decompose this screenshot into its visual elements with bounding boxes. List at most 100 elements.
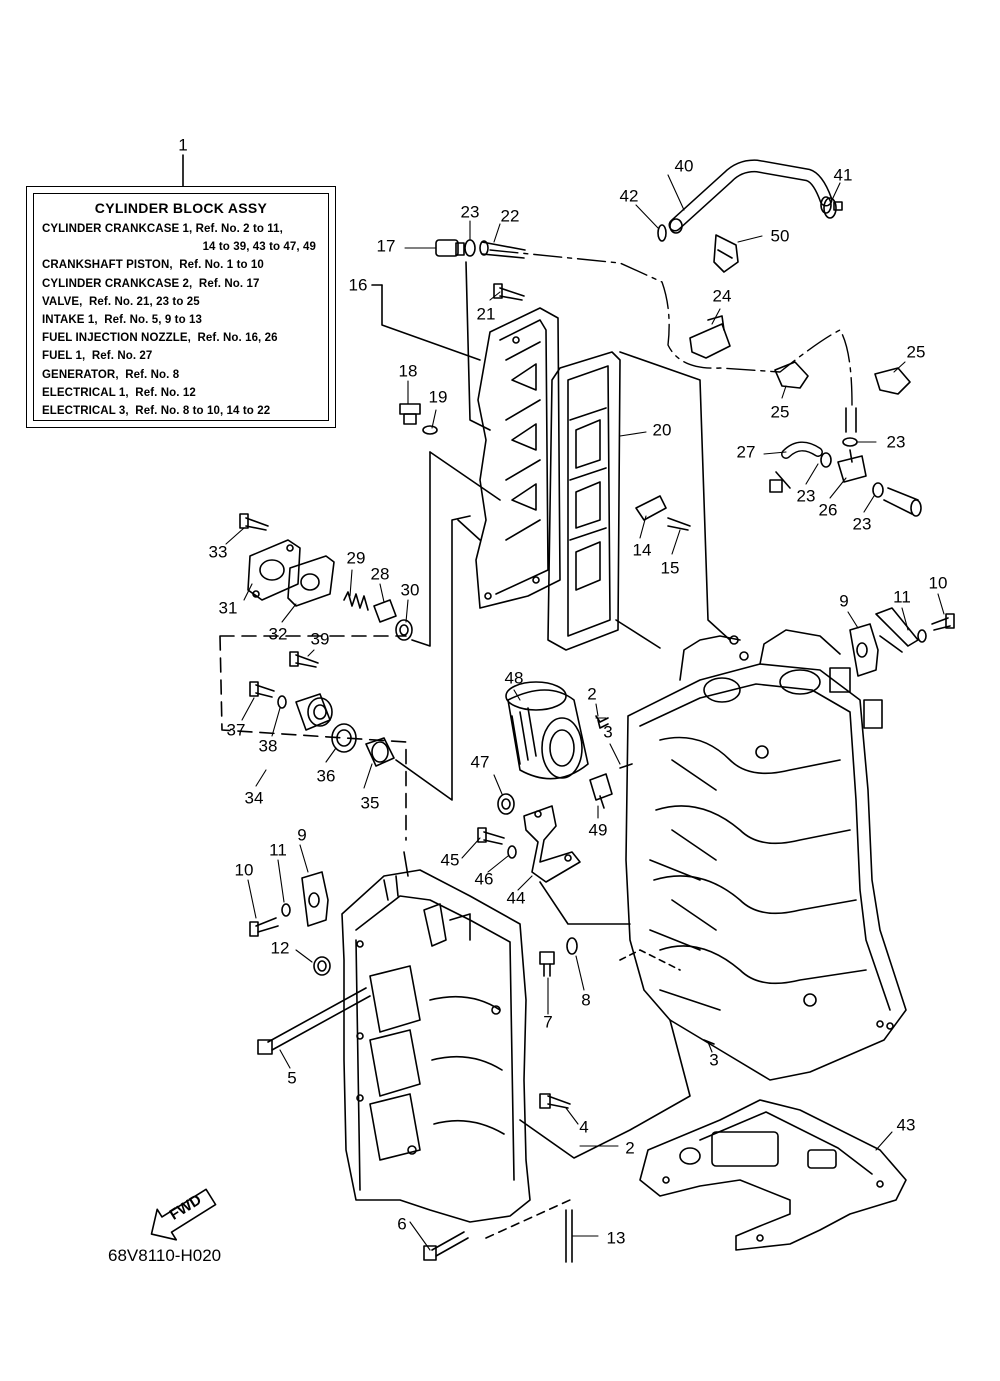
callout-number: 10 xyxy=(928,573,948,593)
legend-row: FUEL 1, Ref. No. 27 xyxy=(42,350,153,363)
callout-number: 34 xyxy=(244,788,264,808)
legend-row: 14 to 39, 43 to 47, 49 xyxy=(202,241,316,254)
fitting-49 xyxy=(589,773,613,809)
gasket-43 xyxy=(639,1099,907,1251)
callout-number: 11 xyxy=(893,587,911,607)
bracket-right xyxy=(875,607,919,653)
callout-number: 23 xyxy=(852,514,872,534)
grommet-36 xyxy=(331,723,357,753)
bolt-45 xyxy=(477,827,505,845)
plate-9-left xyxy=(301,871,329,927)
callout-number: 23 xyxy=(460,202,480,222)
callout-number: 38 xyxy=(258,736,278,756)
bolt-4 xyxy=(539,1093,571,1109)
legend-row: CYLINDER CRANKCASE 1, Ref. No. 2 to 11, xyxy=(42,223,283,235)
clip-23-a xyxy=(842,437,858,447)
callout-number: 37 xyxy=(226,720,246,740)
bolt-10-left xyxy=(249,917,279,937)
holder-25-right xyxy=(874,367,911,395)
legend-row: ELECTRICAL 3, Ref. No. 8 to 10, 14 to 22 xyxy=(42,405,271,418)
legend-rows: CYLINDER CRANKCASE 1, Ref. No. 2 to 11, 1… xyxy=(42,220,320,420)
callout-number: 22 xyxy=(500,206,520,226)
dowel-2 xyxy=(597,719,609,729)
cylinder-block xyxy=(341,851,531,1223)
fuel-hose-27 xyxy=(769,441,823,493)
washer-11-left xyxy=(281,903,291,917)
fwd-arrow-icon xyxy=(150,1188,217,1241)
stud-13 xyxy=(565,1209,573,1263)
oil-filter-48 xyxy=(505,681,589,780)
callout-number: 23 xyxy=(796,486,816,506)
legend-row: FUEL INJECTION NOZZLE, Ref. No. 16, 26 xyxy=(42,332,278,345)
drawing-code: 68V8110-H020 xyxy=(108,1246,222,1265)
anode-35 xyxy=(365,737,395,767)
callout-number: 25 xyxy=(770,402,790,422)
callout-number: 1 xyxy=(178,135,188,155)
callout-number: 47 xyxy=(470,752,490,772)
callout-number: 12 xyxy=(270,938,290,958)
callout-number: 35 xyxy=(360,793,380,813)
legend-row: VALVE, Ref. No. 21, 23 to 25 xyxy=(42,295,200,308)
bolt-21 xyxy=(493,283,525,301)
crankcase-block xyxy=(619,629,907,1081)
bolt-39 xyxy=(289,651,319,668)
joint-26 xyxy=(837,449,867,483)
legend-row: CYLINDER CRANKCASE 2, Ref. No. 17 xyxy=(42,277,260,290)
callout-number: 24 xyxy=(712,286,732,306)
bolt-5 xyxy=(257,987,371,1055)
callout-number: 45 xyxy=(440,850,460,870)
callout-number: 14 xyxy=(632,540,652,560)
callout-number: 16 xyxy=(348,275,368,295)
washer-11-right xyxy=(917,629,927,643)
callout-number: 31 xyxy=(218,598,238,618)
legend-inner: CYLINDER BLOCK ASSY CYLINDER CRANKCASE 1… xyxy=(33,193,329,421)
callout-number: 50 xyxy=(770,226,790,246)
callout-number: 42 xyxy=(619,186,639,206)
gasket-20 xyxy=(547,351,621,651)
thermostat-cover-31 xyxy=(247,539,301,601)
callout-number: 2 xyxy=(587,684,597,704)
gasket-19 xyxy=(422,425,438,435)
holder-50 xyxy=(713,234,739,273)
callout-number: 17 xyxy=(376,236,396,256)
washer-46 xyxy=(507,845,517,859)
hose-end-right xyxy=(883,487,922,517)
callout-number: 49 xyxy=(588,820,608,840)
grommet-12 xyxy=(313,956,331,976)
callout-number: 39 xyxy=(310,629,330,649)
callout-number: 36 xyxy=(316,766,336,786)
clip-23-top xyxy=(464,239,476,257)
gasket-32 xyxy=(287,555,335,607)
pin-3-lower xyxy=(703,1039,715,1045)
callout-number: 3 xyxy=(709,1050,719,1070)
callout-number: 43 xyxy=(896,1115,916,1135)
callout-number: 30 xyxy=(400,580,420,600)
callout-number: 32 xyxy=(268,624,288,644)
hose-clip-41 xyxy=(823,197,843,219)
washer-8 xyxy=(566,937,578,955)
callout-number: 40 xyxy=(674,156,694,176)
callout-number: 10 xyxy=(234,860,254,880)
clip-23-b xyxy=(820,452,832,468)
callout-number: 33 xyxy=(208,542,228,562)
plate-9-right xyxy=(849,623,879,677)
bolt-37 xyxy=(249,681,275,698)
bracket-14 xyxy=(635,495,667,521)
callout-number: 9 xyxy=(297,825,307,845)
callout-number: 13 xyxy=(606,1228,626,1248)
callout-number: 2 xyxy=(625,1138,635,1158)
hose-end xyxy=(845,407,857,433)
legend-row: GENERATOR, Ref. No. 8 xyxy=(42,368,180,381)
legend-row: INTAKE 1, Ref. No. 5, 9 to 13 xyxy=(42,314,202,327)
holder-24 xyxy=(689,315,731,359)
hose-22 xyxy=(479,240,526,259)
seal-30 xyxy=(395,619,413,641)
o-ring-47 xyxy=(497,793,515,815)
callout-number: 26 xyxy=(818,500,838,520)
fuel-hose-40 xyxy=(668,159,833,234)
callout-number: 20 xyxy=(652,420,672,440)
callout-number: 7 xyxy=(543,1012,553,1032)
bolt-6 xyxy=(423,1231,469,1261)
callout-number: 4 xyxy=(579,1117,589,1137)
